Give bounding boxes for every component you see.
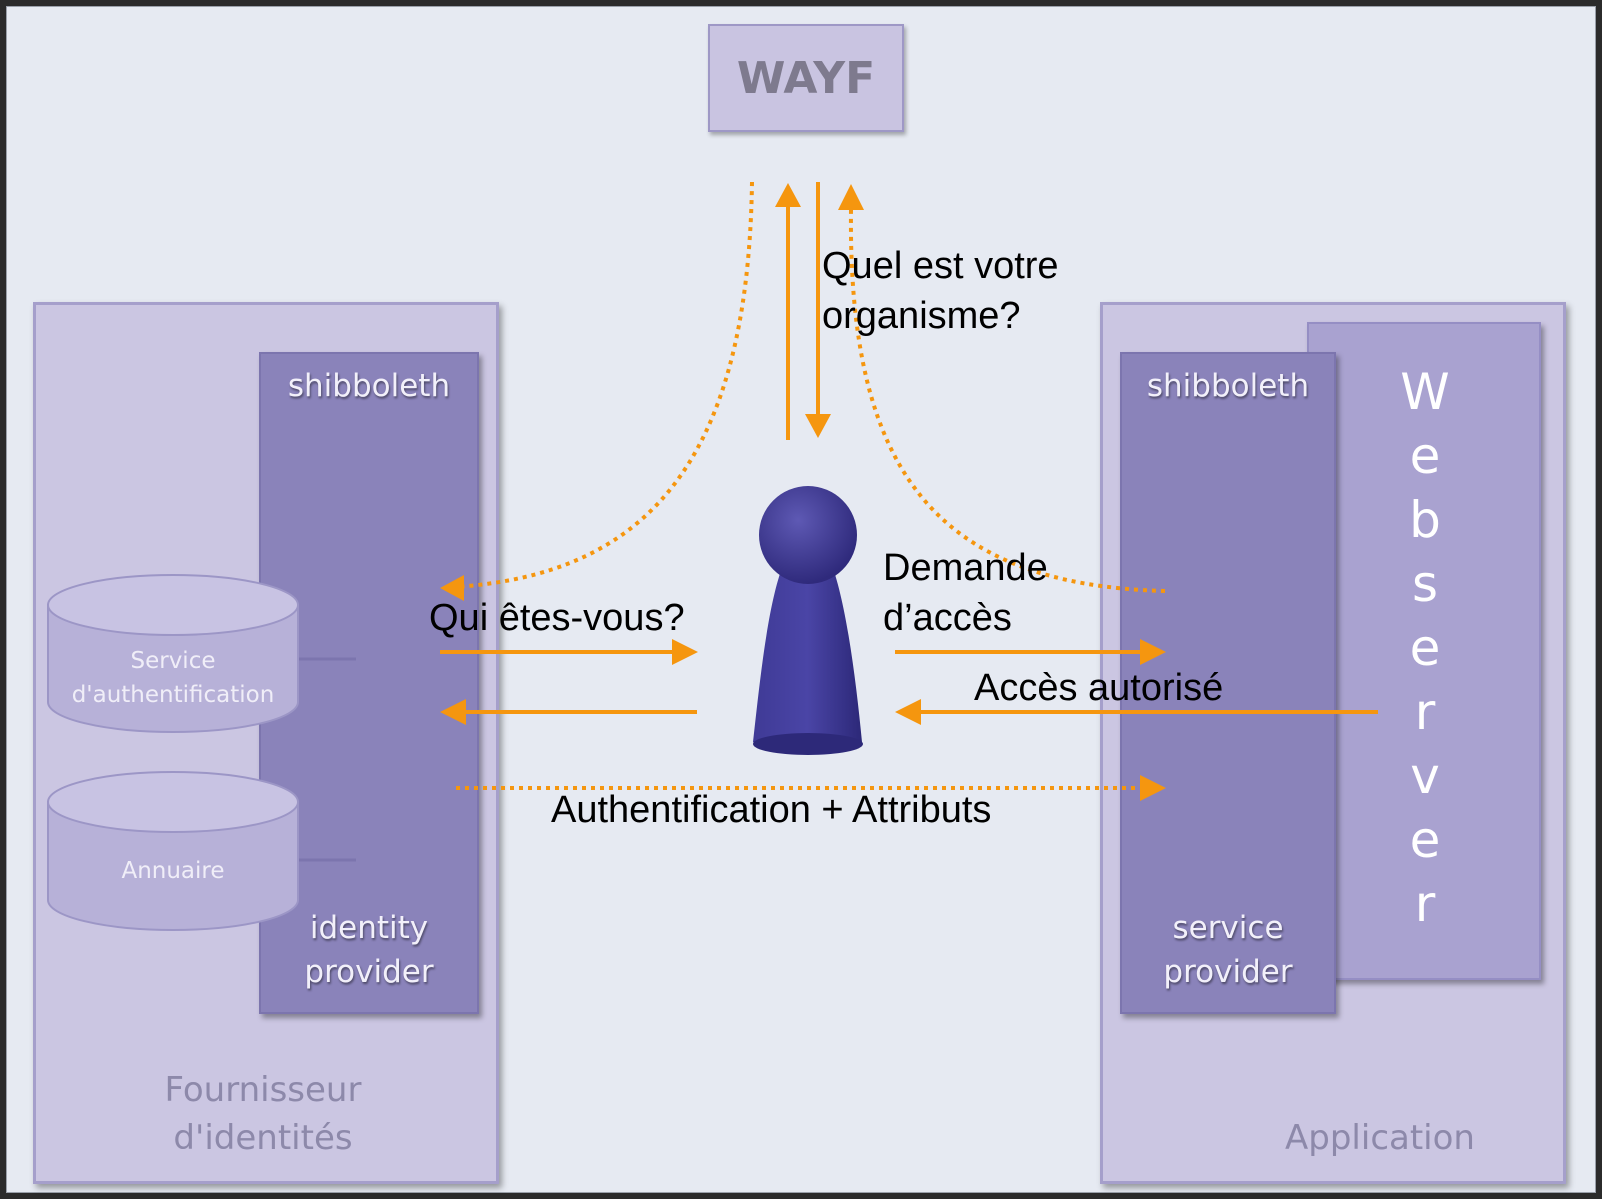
arrow-user-to-idp-head: [440, 699, 466, 725]
idp-outer-label-line1: Fournisseur: [164, 1070, 362, 1110]
arrow-user-to-sp-head: [1140, 639, 1166, 665]
auth-attributes-label: Authentification + Attributs: [551, 789, 992, 831]
directory-cylinder: [47, 771, 299, 931]
dotted-arrow-sp-to-wayf-head: [838, 184, 864, 210]
access-request-line2: d’accès: [883, 597, 1012, 639]
wayf-label: WAYF: [736, 52, 876, 104]
idp-shibboleth-label: shibboleth: [287, 368, 451, 404]
access-granted-label: Accès autorisé: [974, 667, 1224, 709]
auth-service-label-line2: d'authentification: [71, 682, 275, 708]
sp-shibboleth-label: shibboleth: [1146, 368, 1310, 404]
idp-outer-label-line2: d'identités: [173, 1118, 353, 1158]
arrow-wayf-to-user-head: [805, 414, 831, 438]
arrow-idp-to-user-head: [672, 639, 698, 665]
webserver-letter: e: [1409, 619, 1441, 677]
idp-provider-label-line1: identity: [309, 910, 429, 946]
webserver-letter: b: [1409, 491, 1441, 549]
service-provider-shibboleth-box: [1120, 352, 1336, 1014]
webserver-letter: r: [1414, 875, 1436, 933]
dotted-arrow-auth-attributes-head: [1140, 775, 1166, 801]
dotted-arrow-wayf-to-idp: [454, 181, 754, 589]
dotted-arrow-sp-to-wayf: [848, 209, 1166, 593]
arrow-user-to-wayf-head: [775, 183, 801, 207]
auth-service-label-line1: Service: [130, 648, 216, 674]
webserver-letter: v: [1410, 747, 1440, 805]
wayf-box: WAYF: [708, 24, 904, 132]
webserver-vertical-label: W e b s e r v e r: [1395, 360, 1455, 936]
webserver-letter: e: [1409, 427, 1441, 485]
wayf-question-line2: organisme?: [822, 295, 1021, 337]
wayf-question-line1: Quel est votre: [822, 245, 1059, 287]
idp-provider-label-line2: provider: [304, 954, 434, 990]
sp-provider-label-line1: service: [1172, 910, 1284, 946]
dotted-arrow-wayf-to-idp-head: [440, 575, 464, 601]
application-label: Application: [1285, 1118, 1475, 1158]
directory-label: Annuaire: [121, 858, 225, 884]
webserver-letter: e: [1409, 811, 1441, 869]
who-are-you-label: Qui êtes-vous?: [429, 597, 685, 639]
sp-provider-label-line2: provider: [1163, 954, 1293, 990]
arrow-webserver-to-user-head: [895, 699, 921, 725]
webserver-letter: W: [1400, 363, 1450, 421]
webserver-letter: r: [1414, 683, 1436, 741]
access-request-line1: Demande: [883, 547, 1048, 589]
user-figure: [753, 486, 863, 755]
auth-service-cylinder: [47, 574, 299, 733]
webserver-letter: s: [1411, 555, 1439, 613]
